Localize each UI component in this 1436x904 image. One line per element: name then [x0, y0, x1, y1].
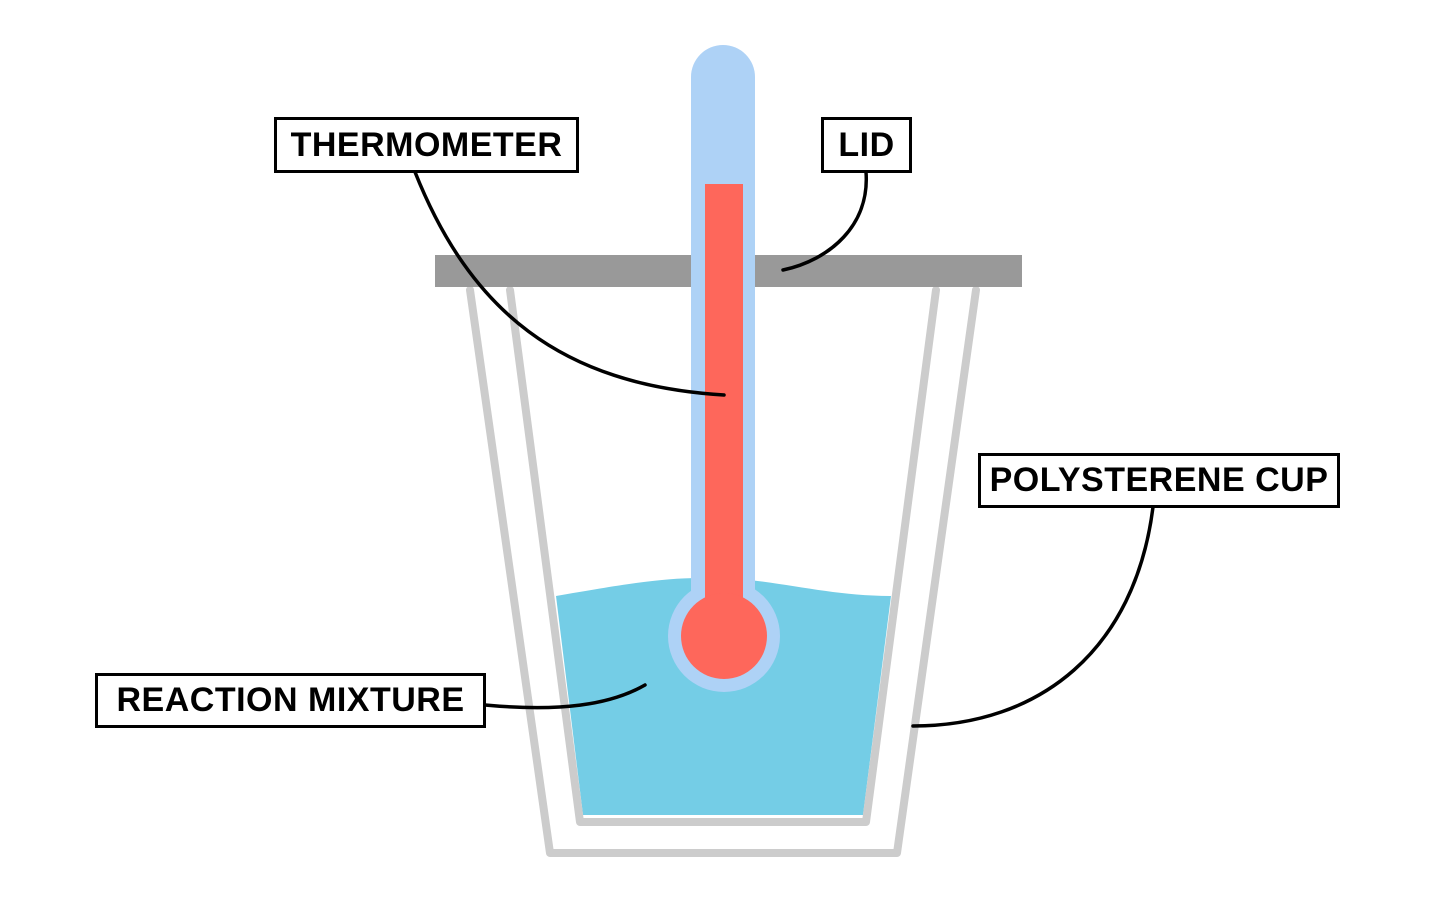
mixture-leader-line: [483, 683, 647, 710]
reaction-mixture: [556, 578, 891, 815]
thermometer-leader-line: [413, 170, 726, 397]
lid-label: LID: [821, 117, 912, 173]
cup-inner-wall: [506, 286, 940, 826]
lid-leader-line: [781, 170, 868, 272]
reaction-mixture-label: REACTION MIXTURE: [95, 673, 486, 728]
cup-leader-line: [911, 505, 1155, 728]
cup-outer-wall: [466, 286, 980, 857]
thermometer: [668, 45, 780, 692]
polystyrene-cup-label: POLYSTERENE CUP: [978, 453, 1340, 508]
thermometer-label: THERMOMETER: [274, 117, 579, 173]
